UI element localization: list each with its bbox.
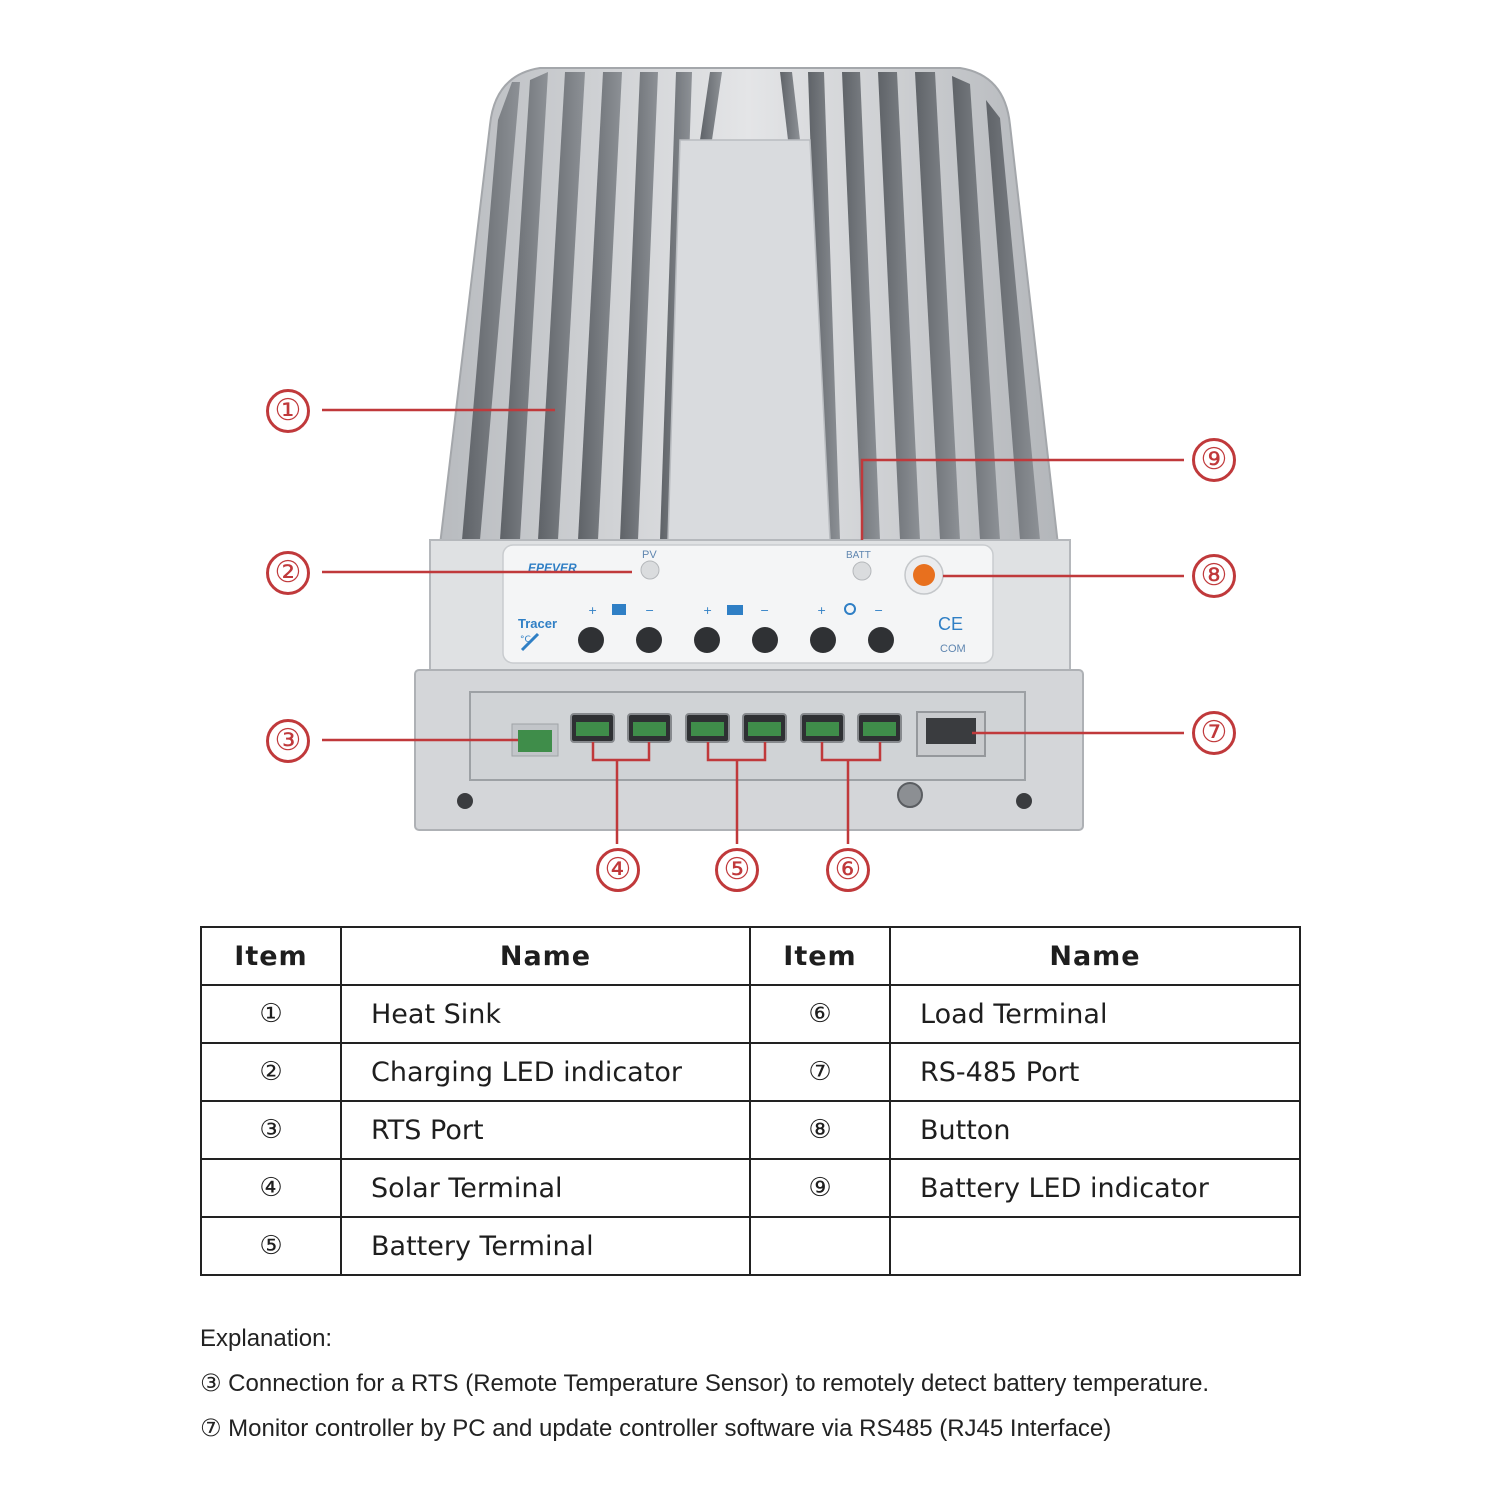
item-number <box>749 1216 891 1276</box>
item-number: ① <box>200 984 342 1044</box>
callout-8: ⑧ <box>1192 554 1236 598</box>
svg-text:−: − <box>874 604 883 617</box>
batt-label: BATT <box>846 550 871 561</box>
table-row: ③ RTS Port ⑧ Button <box>200 1100 1301 1160</box>
svg-text:+: + <box>703 604 712 617</box>
battery-led <box>852 561 872 581</box>
item-name: RTS Port <box>340 1100 751 1160</box>
svg-text:+: + <box>588 604 597 617</box>
solar-panel-icon <box>612 604 626 615</box>
rts-port[interactable] <box>518 730 552 752</box>
item-number: ⑨ <box>749 1158 891 1218</box>
header-item-left: Item <box>200 926 342 986</box>
svg-text:−: − <box>645 604 654 617</box>
explanation-line-1: ③ Connection for a RTS (Remote Temperatu… <box>200 1369 1209 1398</box>
callout-6: ⑥ <box>826 848 870 892</box>
item-number: ② <box>200 1042 342 1102</box>
explanation-text-1: Connection for a RTS (Remote Temperature… <box>221 1370 1210 1397</box>
explanation-symbol-7: ⑦ <box>200 1414 222 1442</box>
leader-lines <box>322 408 1184 844</box>
item-number: ⑦ <box>749 1042 891 1102</box>
callout-1: ① <box>266 389 310 433</box>
header-item-right: Item <box>749 926 891 986</box>
item-name: Solar Terminal <box>340 1158 751 1218</box>
item-number: ④ <box>200 1158 342 1218</box>
item-number: ⑧ <box>749 1100 891 1160</box>
table-row: ⑤ Battery Terminal <box>200 1216 1301 1276</box>
item-name: Battery Terminal <box>340 1216 751 1276</box>
table-header-row: Item Name Item Name <box>200 926 1301 986</box>
item-number: ⑥ <box>749 984 891 1044</box>
table-row: ④ Solar Terminal ⑨ Battery LED indicator <box>200 1158 1301 1218</box>
item-name: Battery LED indicator <box>889 1158 1301 1218</box>
callout-7: ⑦ <box>1192 711 1236 755</box>
charge-controller-illustration: EPEVER PV BATT Tracer °C CE COM +− +− +− <box>322 67 1184 844</box>
item-number: ⑤ <box>200 1216 342 1276</box>
com-label: COM <box>940 643 966 655</box>
svg-text:−: − <box>760 604 769 617</box>
heat-sink <box>438 67 1060 546</box>
item-name: Button <box>889 1100 1301 1160</box>
explanation-symbol-3: ③ <box>200 1369 222 1397</box>
load-icon <box>844 603 856 615</box>
header-name-left: Name <box>340 926 751 986</box>
charging-led <box>640 560 660 580</box>
item-name: RS-485 Port <box>889 1042 1301 1102</box>
battery-icon <box>727 605 743 615</box>
callout-3: ③ <box>266 719 310 763</box>
front-panel: EPEVER PV BATT Tracer °C CE COM +− +− +− <box>414 539 1084 831</box>
table-row: ① Heat Sink ⑥ Load Terminal <box>200 984 1301 1044</box>
item-name: Heat Sink <box>340 984 751 1044</box>
explanation-text-2: Monitor controller by PC and update cont… <box>221 1415 1112 1442</box>
pv-label: PV <box>642 549 657 561</box>
explanation-title: Explanation: <box>200 1325 333 1352</box>
header-name-right: Name <box>889 926 1301 986</box>
temp-label: °C <box>520 635 531 645</box>
item-name: Charging LED indicator <box>340 1042 751 1102</box>
rs485-port[interactable] <box>926 718 976 744</box>
button[interactable] <box>913 564 935 586</box>
callout-2: ② <box>266 551 310 595</box>
item-name: Load Terminal <box>889 984 1301 1044</box>
item-number: ③ <box>200 1100 342 1160</box>
thermometer-icon <box>520 632 540 652</box>
ce-mark: CE <box>938 614 963 634</box>
callout-5: ⑤ <box>715 848 759 892</box>
explanation-line-2: ⑦ Monitor controller by PC and update co… <box>200 1414 1111 1443</box>
callout-9: ⑨ <box>1192 438 1236 482</box>
item-name <box>889 1216 1301 1276</box>
svg-text:+: + <box>817 604 826 617</box>
callout-4: ④ <box>596 848 640 892</box>
items-table: Item Name Item Name ① Heat Sink ⑥ Load T… <box>200 926 1301 1276</box>
table-row: ② Charging LED indicator ⑦ RS-485 Port <box>200 1042 1301 1102</box>
model-label: Tracer <box>518 616 557 631</box>
